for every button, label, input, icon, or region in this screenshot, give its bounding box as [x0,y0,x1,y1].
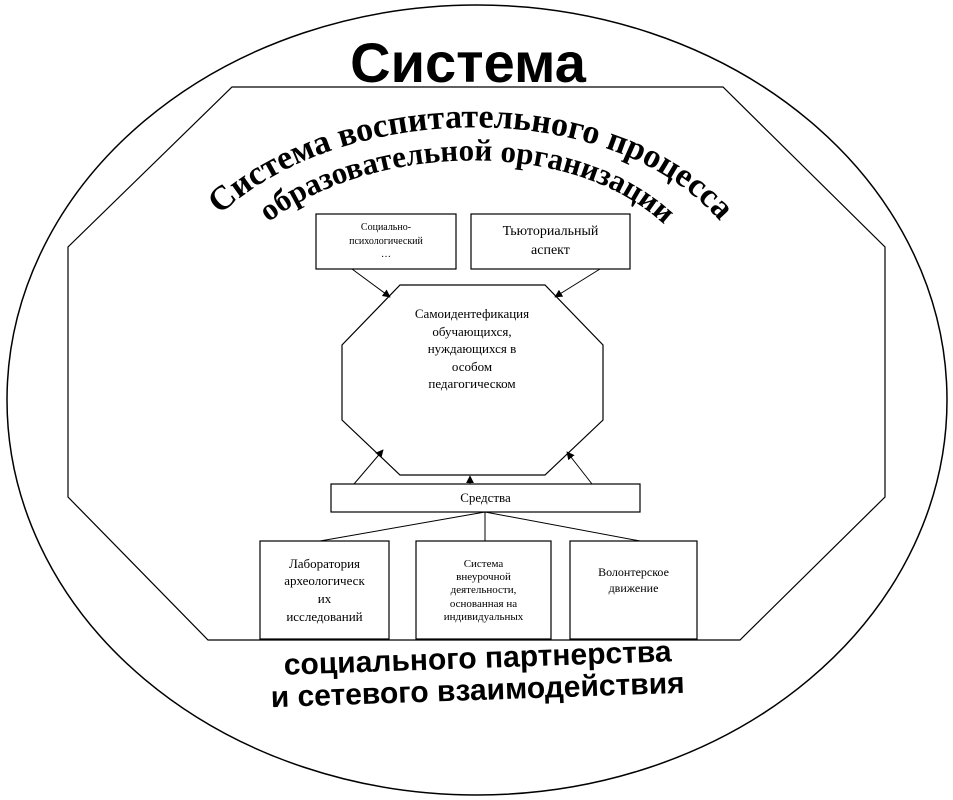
inner-octagon [67,86,886,641]
top-box-left [315,213,457,270]
means-text: Средства [460,490,511,506]
top-box-right [470,213,631,270]
line-lab-means [319,511,486,542]
line-volunteer-means [484,511,641,542]
volunteer-box [569,540,698,640]
extracurricular-text: Система внеурочной деятельности, основан… [443,558,524,623]
outer-ellipse [6,4,948,796]
center-text: Самоидентефикация обучающихся, нуждающих… [414,306,530,392]
arrow-means-right [566,451,593,485]
means-box [330,483,641,513]
volunteer-text: Волонтерское движение [598,564,669,595]
center-octagon [341,284,604,476]
top-box-left-text: Социально- психологический … [349,222,423,261]
lab-text: Лаборатория археологическ их исследовани… [284,555,365,624]
lab-box [259,540,390,640]
extracurricular-box [415,540,552,640]
arrow-means-left [353,449,384,485]
arrow-right-top [554,268,601,298]
title: Система [350,31,587,94]
top-box-right-text: Тьюториальный аспект [502,223,599,258]
arrow-left-top [351,268,391,298]
